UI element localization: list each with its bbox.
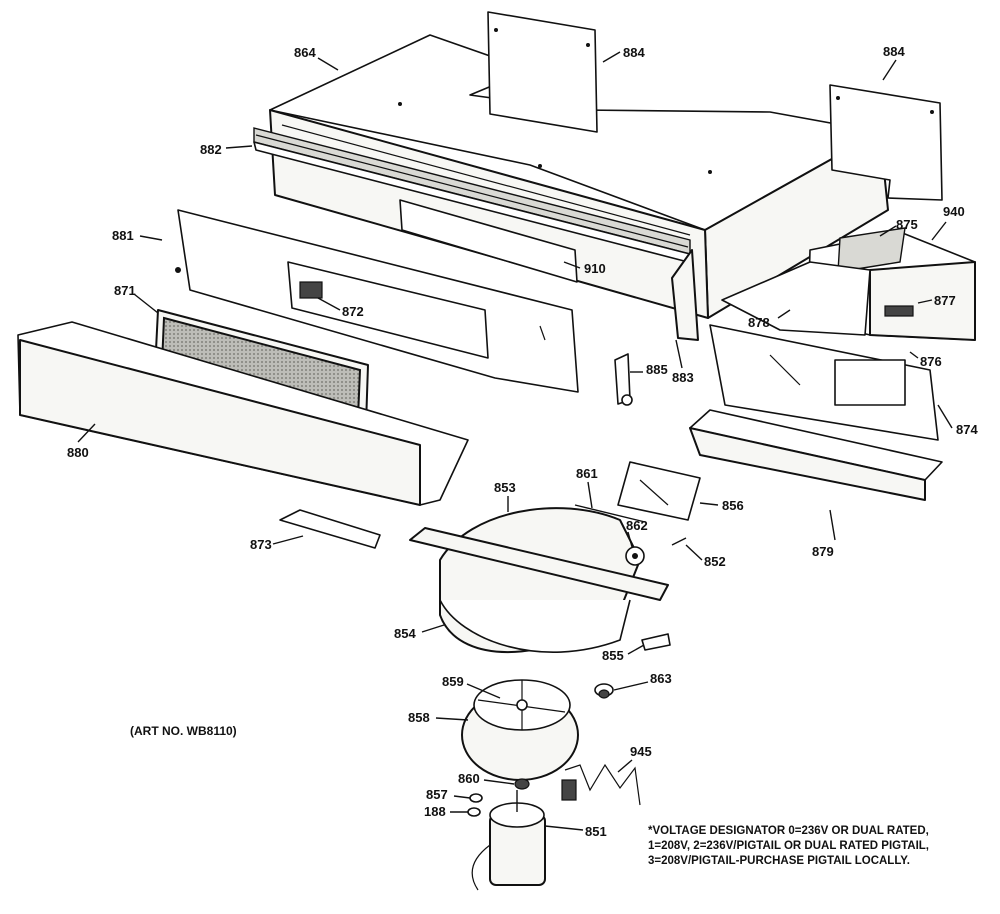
- bracket-part-873: [279, 509, 381, 549]
- callout-861: 861: [576, 466, 598, 481]
- callout-862: 862: [626, 518, 648, 533]
- callout-880: 880: [67, 445, 89, 460]
- washer-part-188: [467, 807, 481, 817]
- callout-855: 855: [602, 648, 624, 663]
- clip-part-860: [514, 778, 530, 790]
- callout-857: 857: [426, 787, 448, 802]
- hinge-part-885: [614, 353, 633, 406]
- callout-871: 871: [114, 283, 136, 298]
- rod-part-861: [574, 504, 646, 523]
- clip-part-852: [671, 537, 687, 546]
- vent-assembly-part-940: [721, 227, 976, 341]
- bracket-part-910: [399, 199, 578, 283]
- callout-878: 878: [748, 315, 770, 330]
- gasket-plate-884-right: [829, 84, 943, 201]
- motor-mount-bracket-part-853: [409, 527, 669, 601]
- glass-lens-part-856: [617, 461, 701, 521]
- back-panel-part-881: [175, 209, 579, 393]
- voltage-designator-note: *VOLTAGE DESIGNATOR 0=236V OR DUAL RATED…: [648, 825, 929, 867]
- callout-854: 854: [394, 626, 416, 641]
- callout-856: 856: [722, 498, 744, 513]
- callout-884-right: 884: [883, 44, 905, 59]
- channel-part-879: [689, 409, 943, 501]
- cover-plate-part-874: [709, 324, 939, 441]
- callout-858: 858: [408, 710, 430, 725]
- callout-877: 877: [934, 293, 956, 308]
- callout-852: 852: [704, 554, 726, 569]
- callout-859: 859: [442, 674, 464, 689]
- callout-881: 881: [112, 228, 134, 243]
- callout-864: 864: [294, 45, 316, 60]
- callout-885: 885: [646, 362, 668, 377]
- callout-853: 853: [494, 480, 516, 495]
- gasket-plate-884-top: [487, 11, 598, 133]
- front-panel-part-880: [17, 321, 469, 506]
- callout-851: 851: [585, 824, 607, 839]
- art-number: (ART NO. WB8110): [130, 724, 237, 738]
- callout-874: 874: [956, 422, 978, 437]
- callout-labels: 864 884 884 882 940 875 881 910 877 871 …: [67, 44, 978, 839]
- motor-part-851: [471, 790, 546, 891]
- callout-940: 940: [943, 204, 965, 219]
- callout-883: 883: [672, 370, 694, 385]
- callout-910: 910: [584, 261, 606, 276]
- callout-875: 875: [896, 217, 918, 232]
- voltage-note-line-2: 1=208V, 2=236V/PIGTAIL OR DUAL RATED PIG…: [648, 840, 929, 852]
- callout-872: 872: [342, 304, 364, 319]
- corner-post-part-883: [671, 249, 699, 341]
- bracket-part-945: [561, 763, 641, 806]
- grommet-part-863: [594, 683, 614, 699]
- callout-884-top: 884: [623, 45, 645, 60]
- callout-876: 876: [920, 354, 942, 369]
- callout-945: 945: [630, 744, 652, 759]
- clip-part-855: [641, 633, 671, 651]
- callout-863: 863: [650, 671, 672, 686]
- callout-188: 188: [424, 804, 446, 819]
- callout-882: 882: [200, 142, 222, 157]
- callout-873: 873: [250, 537, 272, 552]
- washer-part-857: [469, 793, 483, 803]
- voltage-note-line-3: 3=208V/PIGTAIL-PURCHASE PIGTAIL LOCALLY.: [648, 855, 910, 867]
- voltage-note-line-1: *VOLTAGE DESIGNATOR 0=236V OR DUAL RATED…: [648, 825, 929, 837]
- callout-860: 860: [458, 771, 480, 786]
- blower-wheel-part-858: [461, 679, 579, 781]
- leader-lines: [77, 51, 953, 831]
- callout-879: 879: [812, 544, 834, 559]
